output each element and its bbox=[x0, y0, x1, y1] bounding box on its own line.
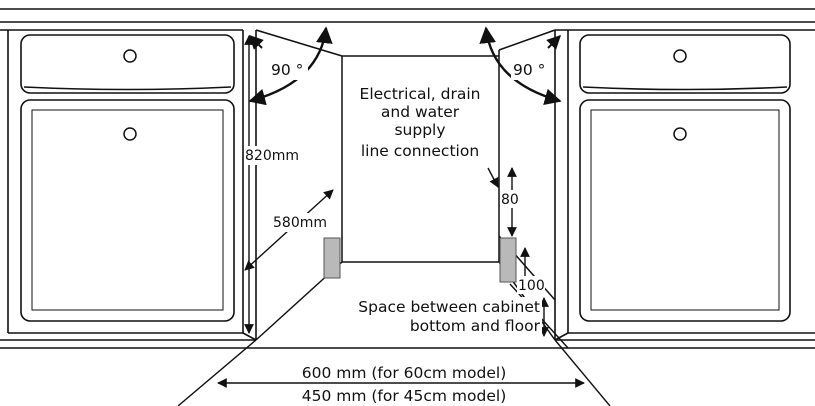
left-drawer bbox=[20, 34, 235, 94]
width-60-label: 600 mm (for 60cm model) bbox=[302, 364, 507, 382]
right-door-knob bbox=[673, 127, 687, 141]
right-angle-ref bbox=[546, 35, 561, 50]
left-door-knob bbox=[123, 127, 137, 141]
connection-label-line2: and water bbox=[381, 103, 460, 121]
left-angle-label: 90 ° bbox=[271, 61, 303, 79]
height-label: 820mm bbox=[245, 148, 299, 164]
dim-100-label: 100 bbox=[518, 278, 545, 294]
depth-label: 580mm bbox=[273, 215, 327, 231]
left-door bbox=[20, 99, 235, 322]
dim-80-label: 80 bbox=[501, 192, 519, 208]
floor-gap-label-line2: bottom and floor bbox=[410, 317, 541, 335]
connection-label-line4: line connection bbox=[361, 142, 479, 160]
connection-label-line1: Electrical, drain bbox=[360, 85, 481, 103]
right-floor-shim bbox=[499, 237, 517, 283]
right-drawer-knob bbox=[673, 49, 687, 63]
connection-label-line3: supply bbox=[394, 121, 445, 139]
left-drawer-knob bbox=[123, 49, 137, 63]
right-drawer bbox=[579, 34, 791, 94]
connection-label: Electrical, drain and water supply line … bbox=[360, 85, 481, 160]
right-cabinet bbox=[554, 30, 815, 341]
left-floor-shim bbox=[323, 237, 341, 279]
countertop bbox=[0, 8, 815, 31]
width-45-label: 450 mm (for 45cm model) bbox=[302, 387, 507, 405]
right-angle-arc bbox=[479, 26, 562, 106]
right-angle-label: 90 ° bbox=[513, 61, 545, 79]
floor-gap-label-line1: Space between cabinet bbox=[358, 298, 540, 316]
right-door bbox=[579, 99, 791, 322]
connection-pointer bbox=[487, 167, 499, 188]
width-labels: 600 mm (for 60cm model) 450 mm (for 45cm… bbox=[302, 364, 507, 405]
floor-gap-label: Space between cabinet bottom and floor bbox=[358, 298, 540, 335]
